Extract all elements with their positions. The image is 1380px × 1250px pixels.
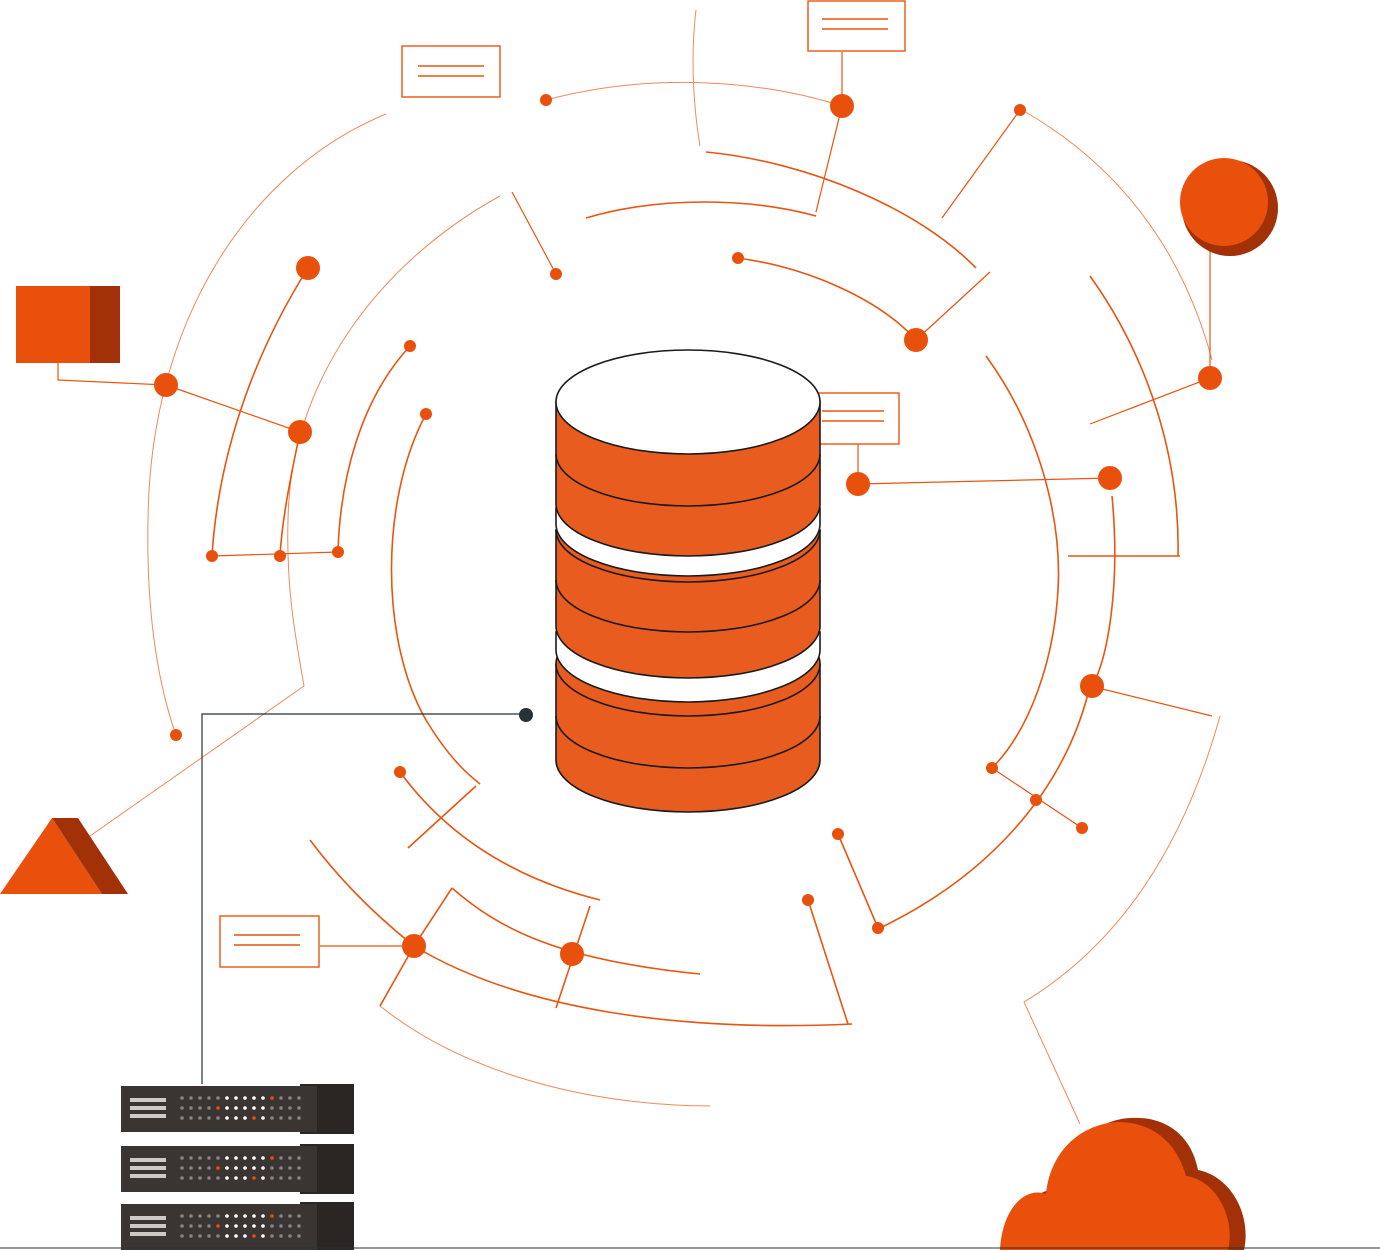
network-node — [560, 942, 584, 966]
network-node — [170, 729, 182, 741]
server-unit — [121, 1084, 354, 1134]
network-node — [732, 252, 744, 264]
sphere-icon — [1180, 158, 1278, 256]
network-node — [206, 550, 218, 562]
network-node — [274, 550, 286, 562]
network-nodes — [154, 94, 1222, 966]
network-node — [830, 94, 854, 118]
database-icon — [555, 349, 821, 813]
network-node — [394, 766, 406, 778]
network-node — [1030, 794, 1042, 806]
network-node — [986, 762, 998, 774]
network-node — [1080, 674, 1104, 698]
server-wire — [201, 708, 533, 1084]
pyramid-icon — [0, 818, 128, 894]
network-node — [802, 894, 814, 906]
network-node — [404, 340, 416, 352]
network-node — [550, 268, 562, 280]
network-node — [540, 94, 552, 106]
server-rack-icon — [121, 1084, 354, 1250]
note-card-icon — [807, 0, 906, 52]
network-node — [1198, 366, 1222, 390]
network-node — [872, 922, 884, 934]
network-node — [332, 546, 344, 558]
network-node — [296, 256, 320, 280]
orbit-arcs — [89, 9, 1221, 1125]
network-node — [402, 934, 426, 958]
cloud-icon — [1000, 1117, 1246, 1250]
note-card-icon — [219, 915, 320, 968]
server-unit — [121, 1144, 354, 1194]
network-node — [154, 373, 178, 397]
network-node — [420, 408, 432, 420]
network-node — [832, 828, 844, 840]
network-node — [1014, 104, 1026, 116]
network-node — [1098, 466, 1122, 490]
cube-icon — [16, 286, 120, 363]
network-node — [1076, 822, 1088, 834]
network-node — [288, 420, 312, 444]
note-card-icon — [401, 45, 501, 98]
server-unit — [121, 1202, 354, 1250]
network-node — [846, 472, 870, 496]
network-node — [904, 328, 928, 352]
